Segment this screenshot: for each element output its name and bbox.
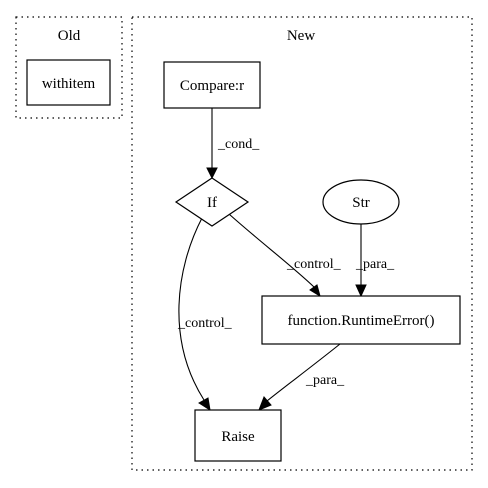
- edge-label-para-2: _para_: [305, 373, 345, 388]
- cluster-new-label: New: [287, 28, 315, 44]
- edge-label-control-2: _control_: [177, 316, 233, 331]
- node-compare: Compare:r: [163, 61, 261, 109]
- node-runtime-error: function.RuntimeError(): [261, 295, 461, 345]
- cluster-old: Old: [15, 16, 123, 119]
- edge-label-cond: _cond_: [217, 137, 260, 152]
- node-raise-label: Raise: [221, 429, 255, 445]
- edge-if-runtime-error: _control_: [228, 213, 342, 298]
- node-raise: Raise: [194, 409, 282, 462]
- cluster-old-label: Old: [58, 28, 81, 44]
- edge-str-runtime-error: _para_: [355, 224, 395, 298]
- edge-label-control-1: _control_: [286, 257, 342, 272]
- cluster-old-border: [15, 16, 123, 119]
- edge-if-raise: _control_: [177, 217, 233, 412]
- node-if-label: If: [207, 195, 217, 211]
- cluster-new-border: [131, 16, 473, 471]
- cluster-new: New: [131, 16, 473, 471]
- node-str: Str: [322, 179, 400, 225]
- edge-runtime-error-raise: _para_: [258, 343, 345, 411]
- node-withitem: withitem: [26, 59, 111, 106]
- node-str-label: Str: [352, 195, 370, 211]
- node-compare-label: Compare:r: [180, 78, 244, 94]
- node-runtime-error-label: function.RuntimeError(): [287, 313, 434, 329]
- node-withitem-label: withitem: [42, 76, 96, 92]
- edge-compare-if: _cond_: [206, 108, 260, 180]
- edge-label-para-1: _para_: [355, 257, 395, 272]
- node-if: If: [174, 177, 250, 227]
